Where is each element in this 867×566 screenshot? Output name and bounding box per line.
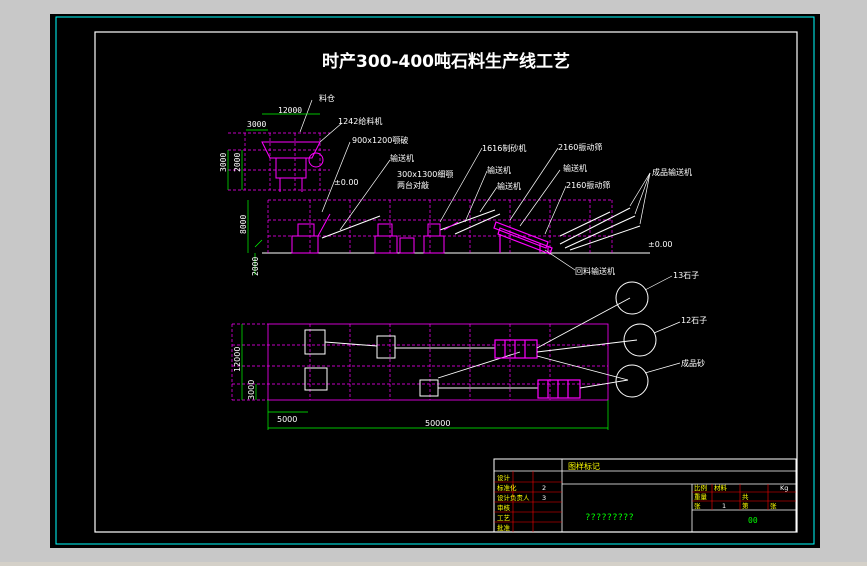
level-mark-right: ±0.00 [648, 240, 673, 249]
plan-dim-50000: 50000 [425, 419, 450, 428]
dim-3000-top: 3000 [247, 120, 266, 129]
tb-value-2: 2 [542, 484, 546, 492]
tb-row-4: 审核 [497, 503, 511, 512]
drawing-name: ????????? [585, 513, 634, 523]
label-material-bin: 料仓 [319, 93, 335, 103]
plan-labels: 13石子 12石子 成品砂 [673, 271, 707, 368]
label-feeder: 1242给料机 [338, 116, 382, 126]
stockpile-12 [623, 323, 657, 357]
tb-right-6: 第 [742, 501, 749, 510]
tb-right-4: 共 [742, 492, 749, 501]
elevation-dimension-lines [227, 113, 320, 275]
tb-row-5: 工艺 [497, 514, 511, 522]
tb-right-value-2: Kg [780, 484, 788, 492]
title-block-header: 图样标记 [568, 461, 600, 471]
tb-row-6: 批准 [497, 523, 511, 532]
pile-leaders [644, 275, 681, 374]
plan-dim-3000: 3000 [247, 380, 256, 400]
label-jaw-crusher: 900x1200颚破 [352, 135, 408, 145]
plan-product-conveyors [536, 297, 638, 389]
drawing-border [94, 31, 798, 533]
plan-screens [494, 339, 581, 399]
plan-dim-12000: 12000 [233, 347, 242, 372]
label-conveyor-3: 输送机 [497, 181, 521, 191]
tb-right-7: 张 [770, 501, 777, 510]
label-product-conveyor: 成品输送机 [652, 167, 692, 177]
label-pile-sand: 成品砂 [681, 358, 705, 368]
label-conveyor-1: 输送机 [390, 153, 414, 163]
sand-maker [423, 221, 459, 254]
dim-3000-vertical: 3000 [219, 153, 228, 172]
label-screen-1: 2160振动筛 [558, 142, 602, 152]
plan-dimension-lines [241, 324, 609, 430]
sheet-trim-border [55, 16, 815, 545]
label-pile-12: 12石子 [681, 316, 707, 325]
tb-row-1: 设计 [497, 473, 511, 482]
drawing-sheet [50, 14, 820, 548]
title-block-right-values: 1 Kg [722, 484, 788, 510]
label-screen-2: 2160振动筛 [566, 180, 610, 190]
tb-right-2: 材料 [714, 483, 728, 492]
tb-right-3: 重量 [694, 493, 708, 501]
bin-grid [228, 132, 330, 191]
label-conveyor-2: 输送机 [487, 165, 511, 175]
dim-2000: 2000 [251, 257, 260, 276]
tb-row-2: 标准化 [497, 483, 517, 492]
title-block-right-labels: 比例 材料 重量 共 张 第 张 [694, 483, 777, 510]
tb-right-value-1: 1 [722, 502, 726, 510]
label-fine-jaw-line1: 300x1300细颚 [397, 169, 453, 179]
level-mark-left: ±0.00 [334, 178, 359, 187]
dim-8000: 8000 [239, 215, 248, 234]
jaw-crusher [291, 213, 331, 254]
leader-lines [299, 99, 651, 271]
product-conveyors [559, 207, 641, 251]
label-sand-maker: 1616制砂机 [482, 143, 526, 153]
title-block-red-grid [494, 471, 796, 532]
label-conveyor-4: 输送机 [563, 163, 587, 173]
dim-2000-top: 2000 [233, 153, 242, 172]
fine-jaw-crushers [374, 223, 415, 254]
plan-conveyors [324, 341, 538, 389]
elevation-labels: 料仓 1242给料机 900x1200颚破 输送机 300x1300细颚 两台对… [319, 93, 692, 276]
title-block-row-values: 2 3 [542, 484, 546, 502]
title-block-rows: 设计 标准化 设计负责人 审核 工艺 批准 [497, 473, 530, 532]
label-fine-jaw-line2: 两台对敲 [397, 180, 429, 190]
dim-12000-top: 12000 [278, 106, 302, 115]
label-return-conveyor: 回料输送机 [575, 266, 615, 276]
drawing-title: 时产300-400吨石料生产线工艺 [322, 51, 570, 72]
stockpile-sand [615, 364, 649, 398]
plan-view: 13石子 12石子 成品砂 12000 3000 5000 50000 [231, 271, 707, 430]
title-block-frame [493, 458, 797, 533]
label-pile-13: 13石子 [673, 271, 699, 280]
tb-value-3: 3 [542, 494, 546, 502]
plan-dim-5000: 5000 [277, 415, 297, 424]
drawing-code: 00 [748, 516, 758, 525]
tb-row-3: 设计负责人 [497, 493, 530, 502]
tb-right-1: 比例 [694, 483, 707, 492]
plan-outline [267, 323, 609, 401]
material-bin [261, 141, 324, 192]
title-block: 图样标记 设计 标准化 设计负责人 审核 工艺 批准 2 3 ?????????… [493, 458, 797, 533]
elevation-view: 12000 3000 3000 2000 8000 2000 料仓 1242给料… [219, 93, 692, 276]
vibrating-screens [493, 221, 553, 255]
tb-right-5: 张 [694, 501, 701, 510]
stockpile-13 [615, 281, 649, 315]
